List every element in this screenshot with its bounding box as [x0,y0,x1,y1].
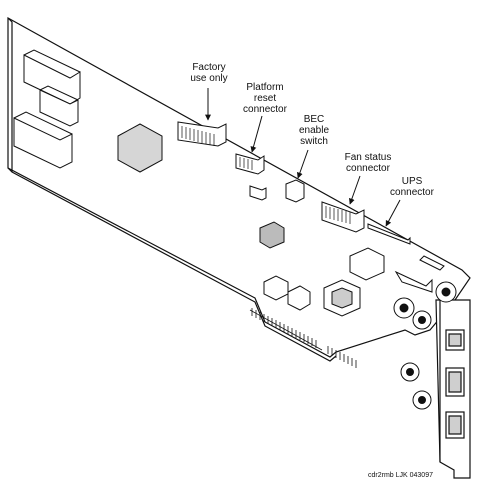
callout-fan-status: Fan status connector [344,152,392,174]
round-components [393,281,457,410]
chip-bottom [13,117,73,169]
ups-header [367,223,411,245]
callout-bec-switch: BEC enable switch [298,114,330,147]
processor-chip [117,123,163,173]
figure-caption: cdr2rmb LJK 043097 [368,472,433,479]
connectors [177,121,445,317]
capacitor [394,270,433,293]
chip-middle [39,89,79,127]
bec-switch [285,179,305,203]
edge-connector [251,308,357,368]
callout-factory: Factory use only [190,62,228,84]
arrow-fan [348,175,361,205]
callout-arrows [205,88,401,227]
callout-ups: UPS connector [390,176,434,198]
platform-reset-header [235,153,265,175]
chip-top [23,54,81,105]
small-chip [259,221,285,249]
fan-status-header [321,201,365,233]
callout-platform-reset: Platform reset connector [243,82,287,115]
chips [13,49,163,173]
arrow-platform [250,115,263,153]
arrow-bec [296,149,309,179]
arrow-ups [385,199,401,227]
mounting-bracket [435,299,471,479]
square-chip [349,247,385,281]
